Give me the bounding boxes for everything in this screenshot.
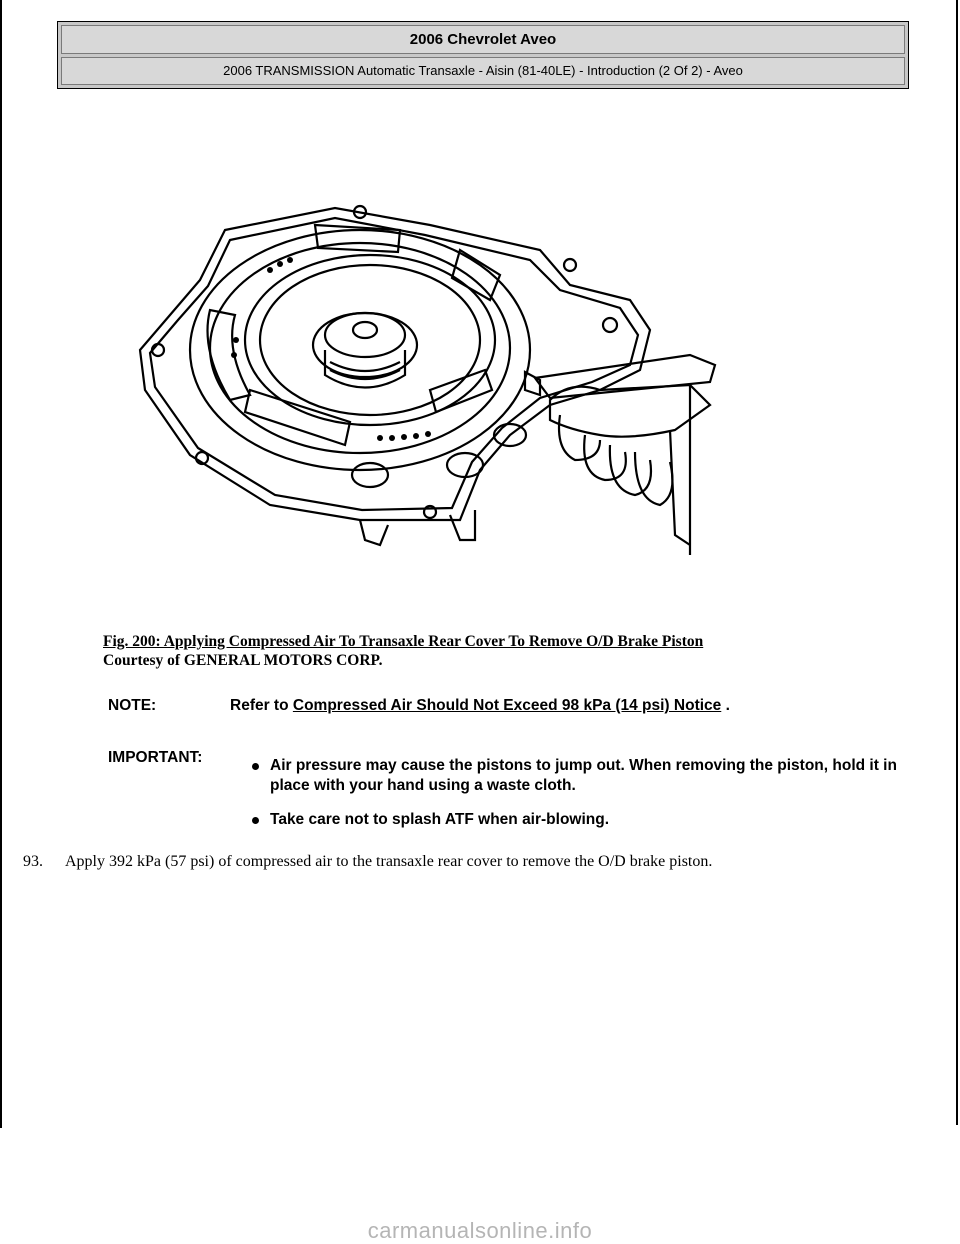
important-item-text: Air pressure may cause the pistons to ju… — [270, 757, 897, 794]
note-text: Refer to Compressed Air Should Not Excee… — [230, 697, 730, 715]
list-item: Air pressure may cause the pistons to ju… — [252, 756, 902, 796]
figure-title-link[interactable]: Fig. 200: Applying Compressed Air To Tra… — [103, 633, 704, 650]
document-title: 2006 Chevrolet Aveo — [61, 25, 905, 54]
bullet-icon — [252, 763, 259, 770]
procedure-step: 93. Apply 392 kPa (57 psi) of compressed … — [23, 853, 712, 871]
notice-link[interactable]: Compressed Air Should Not Exceed 98 kPa … — [292, 697, 722, 714]
step-text: Apply 392 kPa (57 psi) of compressed air… — [65, 853, 713, 870]
note-prefix: Refer to — [230, 697, 289, 714]
transaxle-rear-cover-illustration — [138, 204, 717, 555]
important-label: IMPORTANT: — [108, 749, 203, 766]
watermark: carmanualsonline.info — [367, 1218, 593, 1243]
note-suffix: . — [725, 697, 730, 714]
note-label: NOTE: — [108, 697, 157, 714]
list-item: Take care not to splash ATF when air-blo… — [252, 810, 902, 830]
document-subtitle: 2006 TRANSMISSION Automatic Transaxle - … — [61, 57, 905, 85]
page-border-left — [0, 0, 2, 1128]
figure-courtesy: Courtesy of GENERAL MOTORS CORP. — [103, 652, 383, 669]
important-list: Air pressure may cause the pistons to ju… — [252, 756, 902, 844]
step-number: 93. — [23, 853, 43, 870]
page-border — [956, 0, 958, 1125]
figure-caption: Fig. 200: Applying Compressed Air To Tra… — [103, 632, 703, 670]
document-header: 2006 Chevrolet Aveo 2006 TRANSMISSION Au… — [57, 21, 909, 89]
bullet-icon — [252, 817, 259, 824]
important-item-text: Take care not to splash ATF when air-blo… — [270, 811, 610, 828]
